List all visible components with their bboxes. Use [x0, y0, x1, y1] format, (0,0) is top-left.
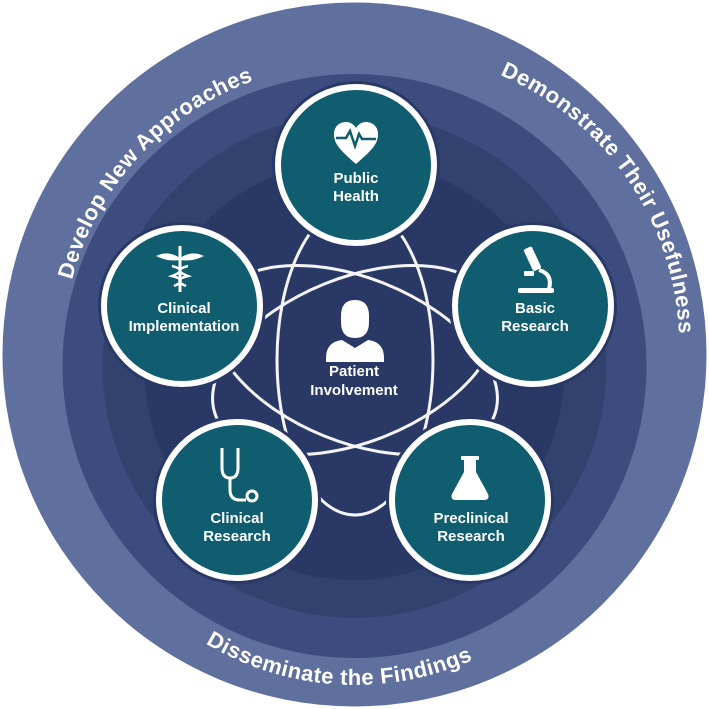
node-preclinical-line2: Research [437, 528, 505, 545]
node-public-health-line2: Health [333, 188, 379, 205]
node-basic-research-line1: Basic [515, 300, 555, 317]
node-clinical-research[interactable]: Clinical Research [153, 416, 321, 584]
node-basic-research[interactable]: Basic Research [449, 222, 617, 390]
microscope-icon [518, 246, 554, 293]
center-patient-involvement: Patient Involvement [310, 300, 398, 399]
node-clinical-research-line1: Clinical [210, 510, 263, 527]
node-clinical-implementation[interactable]: Clinical Implementation [98, 222, 266, 390]
node-preclinical-line1: Preclinical [433, 510, 508, 527]
node-public-health[interactable]: Public Health [272, 81, 440, 249]
caduceus-icon [156, 246, 204, 292]
node-preclinical-research[interactable]: Preclinical Research [386, 416, 554, 584]
node-clinical-research-line2: Research [203, 528, 271, 545]
node-public-health-line1: Public [333, 170, 378, 187]
flask-icon [451, 456, 489, 500]
heart-pulse-icon [334, 122, 378, 164]
center-label-line2: Involvement [310, 382, 398, 399]
center-label-line1: Patient [329, 363, 379, 380]
node-clinical-implementation-line2: Implementation [129, 318, 240, 335]
node-basic-research-line2: Research [501, 318, 569, 335]
stethoscope-icon [220, 448, 259, 503]
person-icon [326, 300, 384, 362]
node-clinical-implementation-line1: Clinical [157, 300, 210, 317]
